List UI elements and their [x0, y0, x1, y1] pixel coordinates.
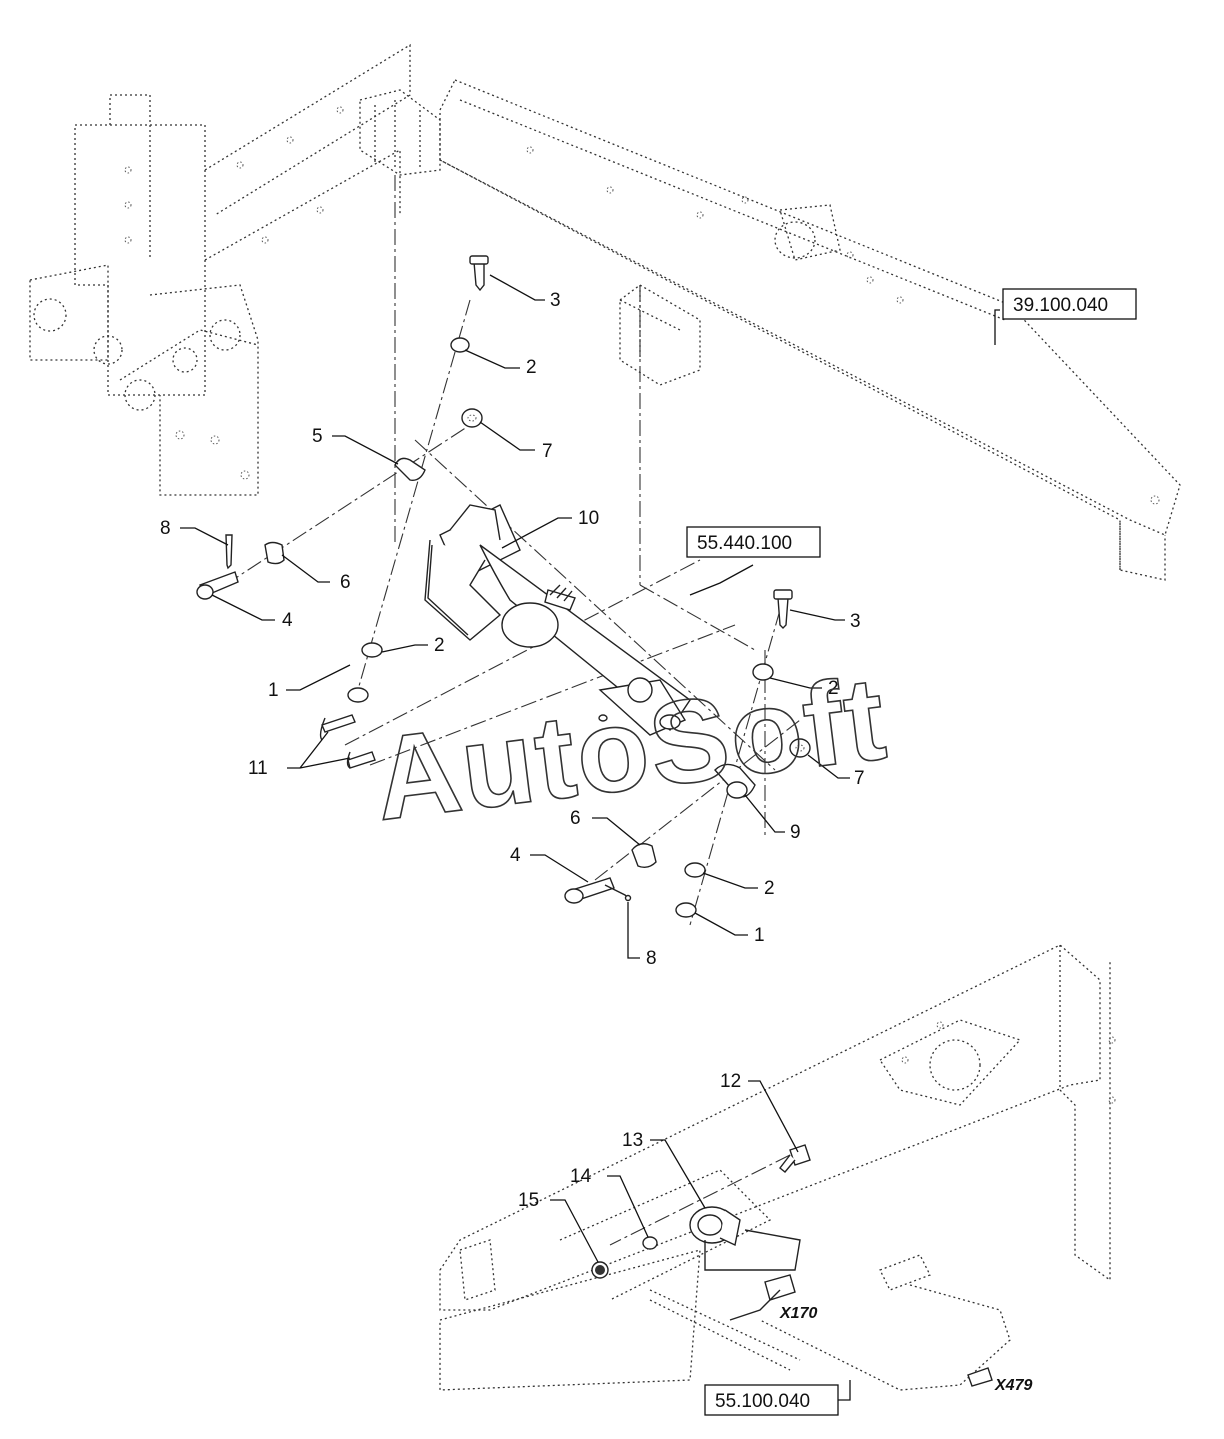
ref-box-cylinder: 55.440.100 [697, 533, 792, 554]
callout-4-lower: 4 [510, 845, 521, 866]
callout-14: 14 [570, 1166, 592, 1187]
callout-15: 15 [518, 1190, 539, 1211]
sensor-parts [591, 1144, 993, 1387]
ref-box-frame: 39.100.040 [1013, 295, 1108, 316]
reference-boxes: 39.100.040 55.440.100 55.100.040 [686, 288, 1137, 1416]
callout-7-lower: 7 [854, 768, 865, 789]
upper-hardware [196, 255, 489, 703]
callout-6-lower: 6 [570, 808, 581, 829]
long-beam-structure [439, 79, 1181, 581]
hydraulic-cylinder [424, 504, 691, 736]
connector-x170-label: X170 [779, 1305, 817, 1322]
callout-2-lower-a: 2 [828, 678, 839, 699]
callout-2-upper-b: 2 [434, 635, 445, 656]
callout-2-lower-b: 2 [764, 878, 775, 899]
callout-9: 9 [790, 822, 801, 843]
callout-7-upper: 7 [542, 441, 553, 462]
callout-10: 10 [578, 508, 599, 529]
callout-labels: 3 2 7 5 8 6 4 2 1 10 11 3 2 7 9 6 4 2 1 … [160, 290, 865, 1211]
callout-8-lower: 8 [646, 948, 657, 969]
callout-5: 5 [312, 426, 323, 447]
connector-labels: X170 X479 [779, 1305, 1032, 1394]
callout-12: 12 [720, 1071, 741, 1092]
callout-13: 13 [622, 1130, 643, 1151]
lower-frame-structure [439, 944, 1116, 1391]
callout-4-upper: 4 [282, 610, 293, 631]
callout-2-upper-a: 2 [526, 357, 537, 378]
connector-x479-label: X479 [994, 1377, 1032, 1394]
lower-hardware [319, 589, 811, 918]
left-frame-structure [29, 43, 441, 496]
callout-1-lower: 1 [754, 925, 765, 946]
callout-3-lower: 3 [850, 611, 861, 632]
callout-8-upper: 8 [160, 518, 171, 539]
callout-3-upper: 3 [550, 290, 561, 311]
callout-6-upper: 6 [340, 572, 351, 593]
callout-11: 11 [248, 758, 268, 779]
callout-leaders [180, 274, 1000, 1401]
ref-box-harness: 55.100.040 [715, 1391, 810, 1412]
callout-1-upper: 1 [268, 680, 279, 701]
